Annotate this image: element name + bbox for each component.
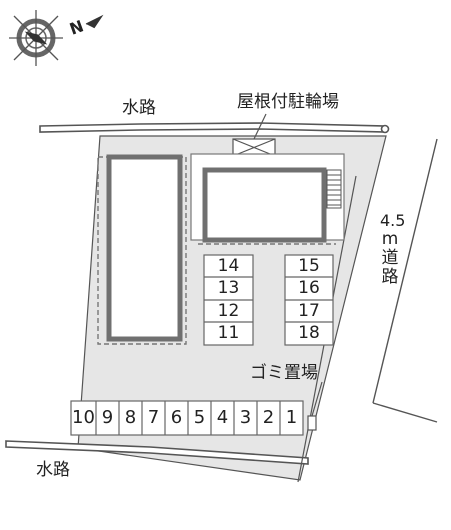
waterway-top [39, 122, 386, 133]
parking-space: 17 [298, 301, 320, 321]
compass-icon [9, 10, 63, 66]
compass-arrow [85, 14, 104, 29]
waterway-top-label: 水路 [122, 98, 156, 118]
road-line-left [372, 138, 438, 404]
parking-space: 12 [217, 301, 240, 321]
parking-bottom-block [70, 400, 304, 436]
garbage-leader [311, 381, 323, 417]
parking-space: 14 [217, 256, 240, 276]
bike-shelter-label: 屋根付駐輪場 [237, 92, 339, 112]
building-right [202, 167, 327, 243]
road-char-1: 道 [381, 247, 399, 268]
garbage-label: ゴミ置場 [250, 363, 318, 383]
road-width-unit: m [381, 228, 399, 249]
parking-space: 18 [298, 323, 320, 343]
parking-space: 6 [170, 407, 183, 428]
parking-space: 5 [193, 407, 206, 428]
parking-space: 8 [124, 407, 137, 428]
parking-space: 15 [298, 256, 320, 276]
waterway-bottom-label: 水路 [36, 460, 70, 480]
waterway-top-end [380, 124, 390, 134]
parking-space: 10 [72, 407, 95, 428]
parking-space: 9 [101, 407, 114, 428]
road-line-right [372, 402, 438, 423]
stairs [326, 169, 342, 209]
bike-shelter-leader [253, 113, 267, 140]
building-left [106, 154, 183, 342]
parking-space: 1 [285, 407, 298, 428]
parking-space: 4 [216, 407, 229, 428]
parking-space: 16 [298, 278, 320, 298]
parking-space: 3 [239, 407, 252, 428]
parking-space: 11 [217, 323, 240, 343]
road-width-label: 4.5 m 道 路 [380, 211, 406, 287]
waterway-bottom [5, 440, 309, 465]
parking-space: 13 [217, 278, 240, 298]
parking-space: 2 [262, 407, 275, 428]
road-width-value: 4.5 [380, 211, 406, 230]
road-char-2: 路 [381, 266, 399, 287]
garbage-area [307, 415, 317, 431]
parking-space: 7 [147, 407, 160, 428]
